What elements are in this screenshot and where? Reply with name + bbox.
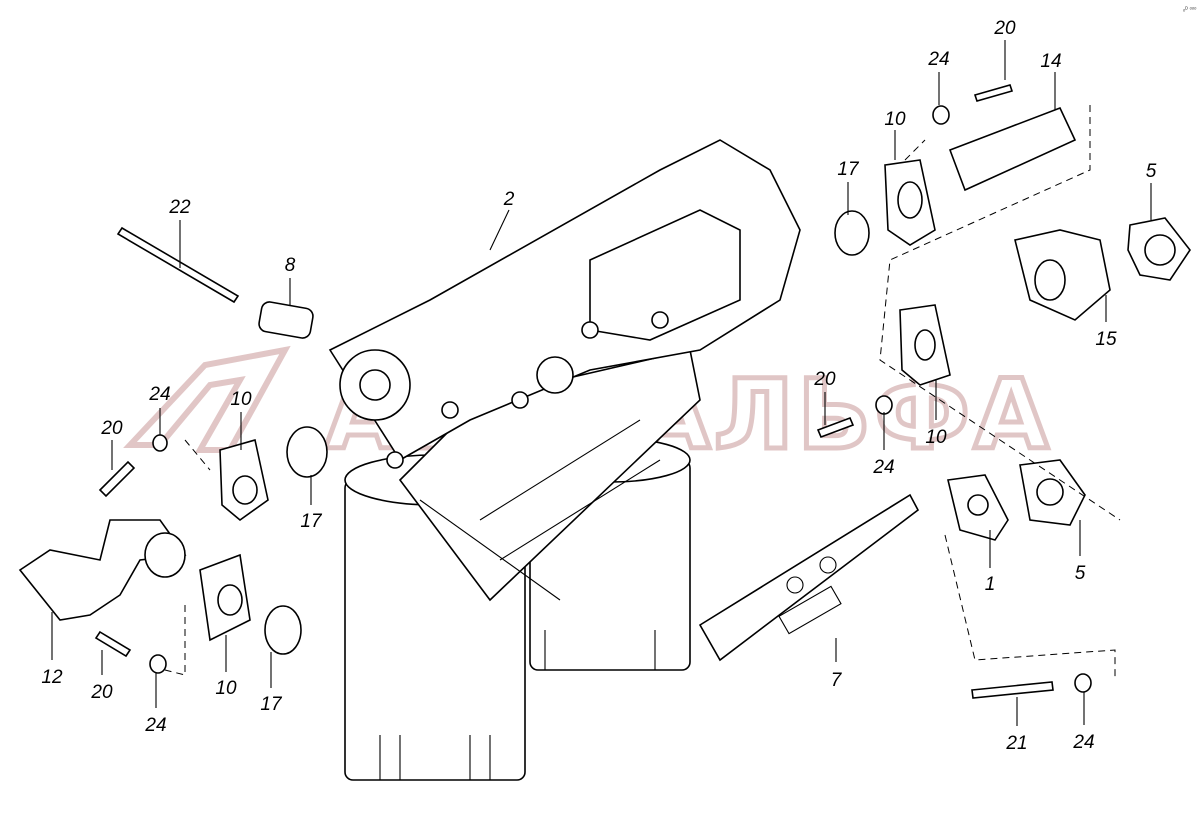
bolt-part-20-top xyxy=(973,84,1014,102)
callout-1: 1 xyxy=(985,574,996,595)
o-ring-part-17-top xyxy=(834,210,870,256)
callout-17: 17 xyxy=(300,511,323,532)
callout-20: 20 xyxy=(813,369,836,390)
bolt-part-22 xyxy=(116,226,240,304)
callout-17: 17 xyxy=(260,694,283,715)
callout-24: 24 xyxy=(872,457,894,478)
corner-mark: ₒᴰ ᵒᵒᵒ xyxy=(1183,6,1197,13)
washer-part-24-bottom xyxy=(1074,673,1092,693)
leader-lines xyxy=(51,40,1152,726)
bolt-part-20-lower xyxy=(94,630,132,658)
washer-part-24-top xyxy=(932,105,950,125)
washer-part-24 xyxy=(152,434,168,452)
spacer-part-8 xyxy=(258,301,314,339)
o-ring-part-17-lower xyxy=(264,605,302,655)
callout-21: 21 xyxy=(1005,733,1027,754)
callout-20: 20 xyxy=(993,18,1016,39)
callout-5: 5 xyxy=(1146,161,1157,182)
washer-part-24-mid xyxy=(875,395,893,415)
callout-20: 20 xyxy=(100,418,123,439)
gasket-plate-part-7 xyxy=(698,493,920,662)
callout-24: 24 xyxy=(1072,732,1094,753)
callout-5: 5 xyxy=(1075,563,1086,584)
callout-15: 15 xyxy=(1095,329,1117,350)
callout-17: 17 xyxy=(837,159,860,180)
callout-22: 22 xyxy=(168,197,191,218)
callout-24: 24 xyxy=(148,384,170,405)
bolt-part-21 xyxy=(971,681,1054,699)
oil-filter-housing-part-2 xyxy=(328,139,801,781)
callout-10: 10 xyxy=(230,389,252,410)
callout-labels: 20 24 14 10 17 5 2 22 8 15 20 24 10 20 1… xyxy=(41,18,1156,754)
callout-7: 7 xyxy=(831,670,843,691)
callout-10: 10 xyxy=(884,109,906,130)
callout-20: 20 xyxy=(90,682,113,703)
o-ring-part-17 xyxy=(286,426,328,478)
callout-2: 2 xyxy=(503,189,515,210)
tube-part-14 xyxy=(948,106,1077,192)
callout-8: 8 xyxy=(285,255,296,276)
callout-10: 10 xyxy=(215,678,237,699)
callout-24: 24 xyxy=(927,49,949,70)
callout-10: 10 xyxy=(925,427,947,448)
callout-12: 12 xyxy=(41,667,63,688)
callout-24: 24 xyxy=(144,715,166,736)
bolt-part-20-mid xyxy=(816,416,855,439)
callout-14: 14 xyxy=(1040,51,1061,72)
bolt-part-20 xyxy=(98,460,136,498)
washer-part-24-lower xyxy=(149,654,167,674)
